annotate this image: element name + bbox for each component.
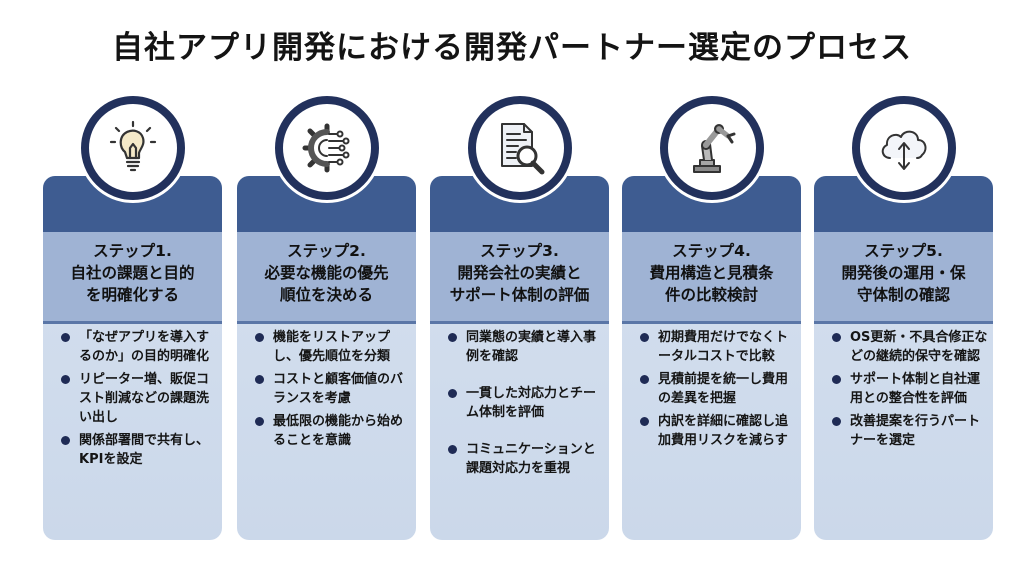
step-title: ステップ5. 開発後の運用・保 守体制の確認 [814, 240, 993, 306]
step-title-line: 自社の課題と目的 [70, 264, 195, 282]
lightbulb-icon [81, 96, 185, 200]
step-title: ステップ4. 費用構造と見積条 件の比較検討 [622, 240, 801, 306]
list-item: 「なぜアプリを導入するのか」の目的明確化 [59, 328, 219, 366]
list-item: 初期費用だけでなくトータルコストで比較 [638, 328, 798, 366]
list-item: OS更新・不具合修正などの継続的保守を確認 [830, 328, 990, 366]
card-header-band [622, 232, 801, 324]
list-item: 同業態の実績と導入事例を確認 [446, 328, 606, 366]
step-number: ステップ1. [93, 242, 172, 260]
card-header-band [430, 232, 609, 324]
step-title-line: を明確化する [85, 286, 179, 304]
list-item: 機能をリストアップし、優先順位を分類 [253, 328, 413, 366]
step-bullet-list: 「なぜアプリを導入するのか」の目的明確化 リピーター増、販促コスト削減などの課題… [59, 328, 219, 473]
step-bullet-list: 初期費用だけでなくトータルコストで比較 見積前提を統一し費用の差異を把握 内訳を… [638, 328, 798, 454]
list-item: 関係部署間で共有し、KPIを設定 [59, 431, 219, 469]
card-header-band [814, 232, 993, 324]
gear-circuit-icon [275, 96, 379, 200]
step-title-line: 順位を決める [279, 286, 373, 304]
cloud-sync-icon [852, 96, 956, 200]
step-number: ステップ5. [864, 242, 943, 260]
step-title-line: 件の比較検討 [664, 286, 758, 304]
step-number: ステップ3. [480, 242, 559, 260]
step-card-body: ステップ5. 開発後の運用・保 守体制の確認 OS更新・不具合修正などの継続的保… [814, 176, 993, 540]
step-number: ステップ2. [287, 242, 366, 260]
step-2-card: ステップ2. 必要な機能の優先 順位を決める 機能をリストアップし、優先順位を分… [237, 96, 416, 540]
step-5-card: ステップ5. 開発後の運用・保 守体制の確認 OS更新・不具合修正などの継続的保… [814, 96, 993, 540]
page-title: 自社アプリ開発における開発パートナー選定のプロセス [112, 30, 912, 66]
step-title-line: サポート体制の評価 [449, 286, 590, 304]
step-3-card: ステップ3. 開発会社の実績と サポート体制の評価 同業態の実績と導入事例を確認… [430, 96, 609, 540]
card-header-band [43, 232, 222, 324]
step-4-card: ステップ4. 費用構造と見積条 件の比較検討 初期費用だけでなくトータルコストで… [622, 96, 801, 540]
step-title-line: 開発後の運用・保 [841, 264, 966, 282]
step-bullet-list: OS更新・不具合修正などの継続的保守を確認 サポート体制と自社運用との整合性を評… [830, 328, 990, 454]
step-title: ステップ1. 自社の課題と目的 を明確化する [43, 240, 222, 306]
step-title: ステップ2. 必要な機能の優先 順位を決める [237, 240, 416, 306]
list-item: リピーター増、販促コスト削減などの課題洗い出し [59, 370, 219, 427]
step-bullet-list: 機能をリストアップし、優先順位を分類 コストと顧客価値のバランスを考慮 最低限の… [253, 328, 413, 454]
step-card-body: ステップ3. 開発会社の実績と サポート体制の評価 同業態の実績と導入事例を確認… [430, 176, 609, 540]
step-card-body: ステップ1. 自社の課題と目的 を明確化する 「なぜアプリを導入するのか」の目的… [43, 176, 222, 540]
robot-arm-icon [660, 96, 764, 200]
document-search-icon [468, 96, 572, 200]
list-item: 一貫した対応力とチーム体制を評価 [446, 384, 606, 422]
list-item: サポート体制と自社運用との整合性を評価 [830, 370, 990, 408]
list-item: 内訳を詳細に確認し追加費用リスクを減らす [638, 412, 798, 450]
list-item: 最低限の機能から始めることを意識 [253, 412, 413, 450]
step-title: ステップ3. 開発会社の実績と サポート体制の評価 [430, 240, 609, 306]
list-item: 見積前提を統一し費用の差異を把握 [638, 370, 798, 408]
card-header-band [237, 232, 416, 324]
list-item: 改善提案を行うパートナーを選定 [830, 412, 990, 450]
step-card-body: ステップ4. 費用構造と見積条 件の比較検討 初期費用だけでなくトータルコストで… [622, 176, 801, 540]
list-item: コストと顧客価値のバランスを考慮 [253, 370, 413, 408]
step-title-line: 開発会社の実績と [457, 264, 582, 282]
step-title-line: 守体制の確認 [856, 286, 950, 304]
step-1-card: ステップ1. 自社の課題と目的 を明確化する 「なぜアプリを導入するのか」の目的… [43, 96, 222, 540]
step-number: ステップ4. [672, 242, 751, 260]
step-bullet-list: 同業態の実績と導入事例を確認 一貫した対応力とチーム体制を評価 コミュニケーショ… [446, 328, 606, 496]
list-item: コミュニケーションと課題対応力を重視 [446, 440, 606, 478]
step-card-body: ステップ2. 必要な機能の優先 順位を決める 機能をリストアップし、優先順位を分… [237, 176, 416, 540]
step-title-line: 必要な機能の優先 [264, 264, 389, 282]
step-title-line: 費用構造と見積条 [649, 264, 774, 282]
